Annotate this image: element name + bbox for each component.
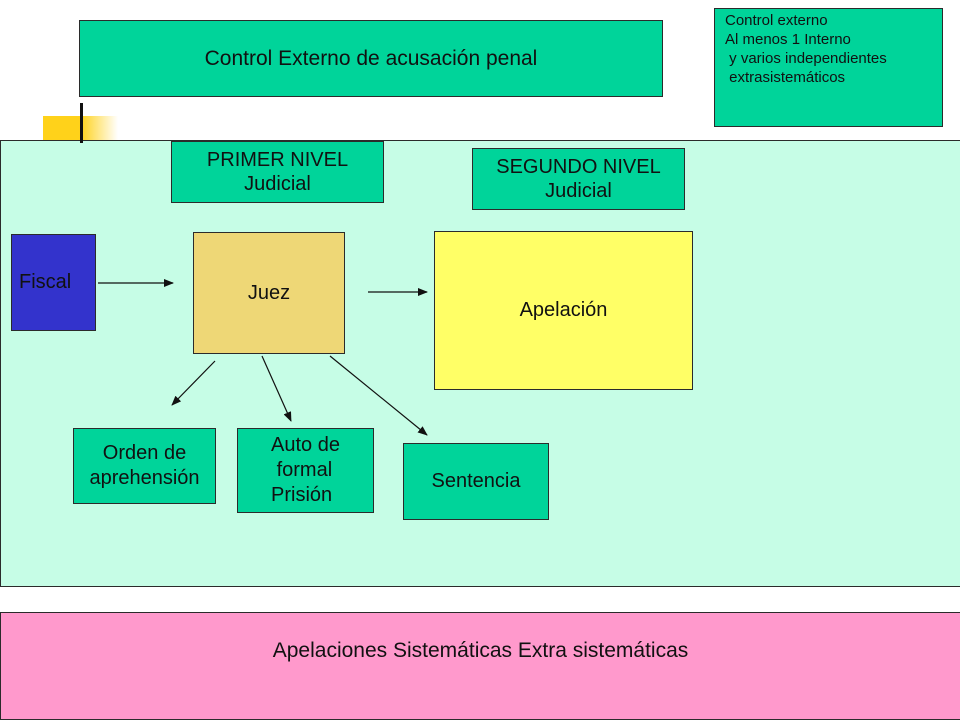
bottom-panel: Apelaciones Sistemáticas Extra sistemáti… (0, 612, 960, 720)
auto-formal-prision-label: Auto de formal Prisión (271, 434, 340, 506)
title-text: Control Externo de acusación penal (204, 46, 538, 70)
decorative-vertical-line (80, 103, 83, 143)
orden-aprehension-label: Orden de aprehensión (89, 442, 200, 489)
first-level-label: PRIMER NIVEL Judicial (206, 149, 349, 195)
first-level-box: PRIMER NIVEL Judicial (171, 141, 384, 203)
fiscal-node: Fiscal (11, 234, 96, 331)
note-text: Control externo Al menos 1 Interno y var… (725, 12, 887, 86)
apelacion-label: Apelación (519, 299, 608, 321)
sentencia-node: Sentencia (403, 443, 549, 520)
fiscal-label: Fiscal (19, 271, 72, 293)
apelacion-node: Apelación (434, 231, 693, 390)
juez-label: Juez (247, 281, 291, 304)
auto-formal-prision-node: Auto de formal Prisión (237, 428, 374, 513)
second-level-box: SEGUNDO NIVEL Judicial (472, 148, 685, 210)
bottom-label: Apelaciones Sistemáticas Extra sistemáti… (272, 639, 689, 662)
note-box: Control externo Al menos 1 Interno y var… (714, 8, 943, 127)
juez-node: Juez (193, 232, 345, 354)
title-box: Control Externo de acusación penal (79, 20, 663, 97)
second-level-label: SEGUNDO NIVEL Judicial (496, 156, 661, 202)
sentencia-label: Sentencia (431, 470, 521, 492)
orden-aprehension-node: Orden de aprehensión (73, 428, 216, 504)
